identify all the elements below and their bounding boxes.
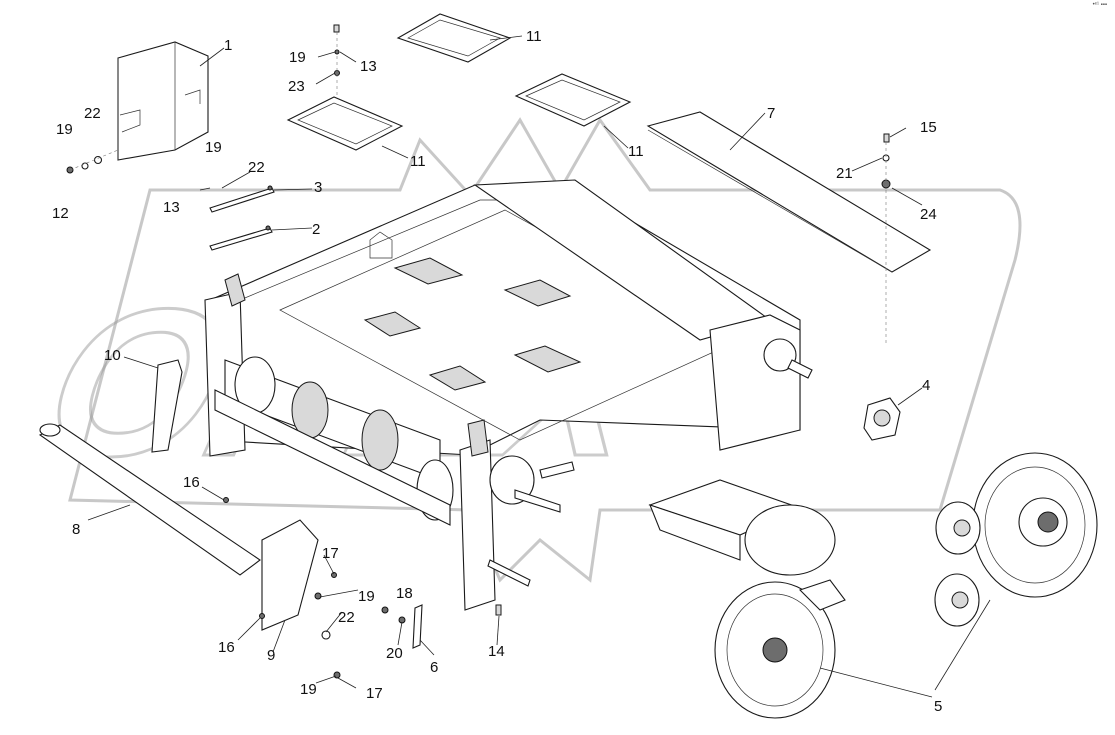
hardware-left-group [66, 149, 119, 174]
callout-2: 2 [312, 221, 320, 238]
callout-labels: 1 2 3 4 5 6 7 8 9 10 11 11 11 12 13 13 1… [52, 28, 942, 715]
callout-7: 7 [767, 105, 775, 122]
callout-11-left: 11 [410, 153, 426, 170]
part-11-plate-a [396, 13, 512, 63]
hardware-top-group [333, 24, 340, 95]
corner-mark: •ᵉ¹ ▪▪▪ [1092, 2, 1107, 8]
callout-22-mid: 22 [248, 159, 265, 176]
part-7-top-cover [646, 111, 932, 273]
callout-16-upper: 16 [183, 474, 200, 491]
callout-13-top: 13 [360, 58, 377, 75]
leader-lines [87, 35, 991, 698]
callout-9: 9 [267, 647, 275, 664]
callout-18: 18 [396, 585, 413, 602]
hardware-lower-group [314, 572, 502, 679]
hardware-right-group [881, 133, 891, 345]
callout-6: 6 [430, 659, 438, 676]
callout-22-left: 22 [84, 105, 101, 122]
callout-11-top: 11 [526, 28, 542, 45]
roller-assembly [204, 273, 454, 526]
callout-23: 23 [288, 78, 305, 95]
part-11-plate-b [286, 96, 404, 151]
part-3-bar [209, 185, 275, 213]
part-9-bracket [223, 497, 319, 631]
callout-19-bottom: 19 [300, 681, 317, 698]
callout-1: 1 [224, 37, 232, 54]
callout-3: 3 [314, 179, 322, 196]
callout-17-lower: 17 [366, 685, 383, 702]
callout-22-lower: 22 [338, 609, 355, 626]
part-10-bracket [151, 359, 183, 453]
part-11-plate-c [514, 73, 632, 127]
callout-8: 8 [72, 521, 80, 538]
part-2-bar [209, 225, 273, 251]
callout-13-left: 13 [163, 199, 180, 216]
callout-10: 10 [104, 347, 121, 364]
callout-17-upper: 17 [322, 545, 339, 562]
right-side-plate [709, 314, 813, 451]
front-side-plate [459, 419, 575, 611]
callout-5: 5 [934, 698, 942, 715]
callout-16-lower: 16 [218, 639, 235, 656]
part-8-shaft [38, 423, 261, 576]
callout-4: 4 [922, 377, 930, 394]
callout-21: 21 [836, 165, 853, 182]
callout-24: 24 [920, 206, 937, 223]
callout-19-lower: 19 [358, 588, 375, 605]
part-1-cover [117, 41, 209, 161]
callout-19-mid: 19 [205, 139, 222, 156]
part-4-bearing-housing [863, 397, 901, 441]
callout-19-top: 19 [289, 49, 306, 66]
callout-20: 20 [386, 645, 403, 662]
callout-15: 15 [920, 119, 937, 136]
part-5-drive-assembly [648, 452, 1098, 719]
callout-11-right: 11 [628, 143, 644, 160]
callout-19-left: 19 [56, 121, 73, 138]
callout-12: 12 [52, 205, 69, 222]
callout-14: 14 [488, 643, 505, 660]
watermark-gear [68, 117, 1022, 583]
